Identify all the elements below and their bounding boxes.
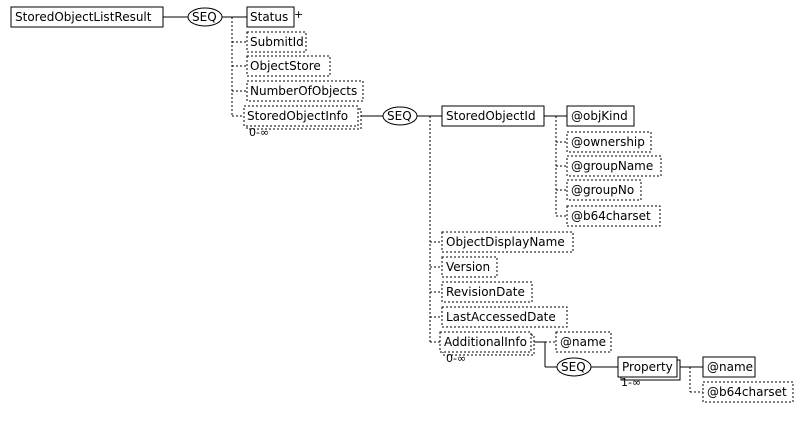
- node-status[interactable]: Status +: [246, 6, 303, 28]
- attr-label: @b64charset: [571, 209, 651, 223]
- node-last-accessed-date[interactable]: LastAccessedDate: [441, 306, 568, 328]
- attr-obj-kind[interactable]: @objKind: [566, 105, 635, 127]
- node-label: StoredObjectListResult: [15, 10, 152, 24]
- cardinality-label: 0-∞: [446, 352, 466, 365]
- attr-name[interactable]: @name: [555, 331, 612, 353]
- node-number-of-objects[interactable]: NumberOfObjects: [246, 80, 364, 102]
- node-label: LastAccessedDate: [446, 310, 556, 324]
- sequence-compositor: SEQ: [187, 7, 223, 27]
- seq-label: SEQ: [192, 10, 217, 24]
- node-label: StoredObjectInfo: [247, 109, 348, 123]
- attr-label: @b64charset: [707, 385, 787, 399]
- seq-label: SEQ: [561, 360, 586, 374]
- node-label: RevisionDate: [446, 285, 525, 299]
- seq-label: SEQ: [387, 109, 412, 123]
- node-stored-object-list-result[interactable]: StoredObjectListResult: [10, 6, 164, 28]
- node-stored-object-id[interactable]: StoredObjectId: [441, 105, 545, 127]
- node-object-store[interactable]: ObjectStore: [246, 55, 331, 77]
- node-label: ObjectStore: [250, 59, 321, 73]
- node-label: AdditionalInfo: [444, 335, 527, 349]
- node-revision-date[interactable]: RevisionDate: [441, 281, 533, 303]
- attr-label: @groupName: [571, 159, 653, 173]
- node-submit-id[interactable]: SubmitId: [246, 31, 307, 53]
- node-label: ObjectDisplayName: [446, 235, 565, 249]
- node-label: Property: [622, 360, 673, 374]
- attr-b64charset[interactable]: @b64charset: [566, 205, 661, 227]
- node-object-display-name[interactable]: ObjectDisplayName: [441, 231, 574, 253]
- attr-ownership[interactable]: @ownership: [566, 131, 652, 153]
- connectors: [163, 16, 703, 393]
- expand-plus-icon: +: [294, 8, 303, 21]
- sequence-compositor: SEQ: [382, 106, 418, 126]
- node-label: NumberOfObjects: [250, 84, 357, 98]
- attr-property-b64charset[interactable]: @b64charset: [702, 381, 794, 403]
- node-additional-info[interactable]: AdditionalInfo 0-∞: [439, 331, 535, 365]
- cardinality-label: 1-∞: [621, 376, 641, 389]
- node-label: Status: [250, 10, 288, 24]
- node-stored-object-info[interactable]: StoredObjectInfo 0-∞: [243, 105, 362, 139]
- node-version[interactable]: Version: [441, 256, 498, 278]
- attr-group-name[interactable]: @groupName: [566, 155, 662, 177]
- attr-property-name[interactable]: @name: [702, 356, 756, 378]
- attr-label: @ownership: [571, 135, 645, 149]
- attr-label: @objKind: [571, 109, 628, 123]
- node-label: SubmitId: [250, 35, 304, 49]
- node-label: Version: [446, 260, 490, 274]
- attr-label: @groupNo: [571, 183, 634, 197]
- cardinality-label: 0-∞: [249, 126, 269, 139]
- attr-group-no[interactable]: @groupNo: [566, 179, 642, 201]
- attr-label: @name: [560, 335, 606, 349]
- node-property[interactable]: Property 1-∞: [617, 356, 681, 389]
- attr-label: @name: [707, 360, 753, 374]
- node-label: StoredObjectId: [446, 109, 536, 123]
- sequence-compositor: SEQ: [556, 357, 592, 377]
